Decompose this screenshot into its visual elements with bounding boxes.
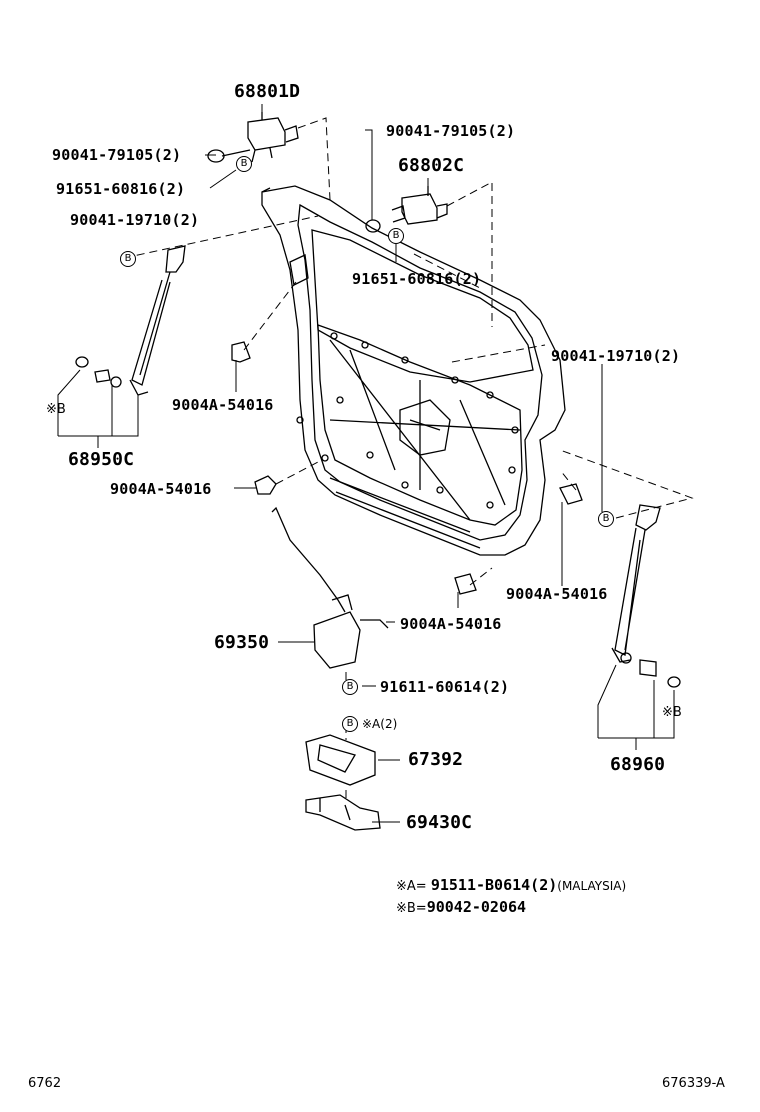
part-67392: 67392 — [408, 749, 464, 770]
marker-xb-right: ※B — [662, 705, 682, 720]
part-9004A-54016-d: 9004A-54016 — [400, 615, 502, 633]
inner-panel — [317, 324, 523, 526]
note-a-suffix: (MALAYSIA) — [557, 879, 627, 893]
part-69430C: 69430C — [406, 812, 473, 833]
door-lock — [313, 594, 389, 669]
part-91611-60614: 91611-60614(2) — [380, 678, 510, 696]
part-9004A-54016-c: 9004A-54016 — [506, 585, 608, 603]
part-90041-79105-left: 90041-79105(2) — [52, 146, 182, 164]
latch-assy — [305, 794, 381, 831]
door-frame-outer — [261, 185, 566, 556]
door-frame-inner — [297, 203, 543, 541]
lock-rod — [271, 506, 346, 613]
part-68801D: 68801D — [234, 81, 301, 102]
handle-assy — [305, 734, 376, 786]
marker-b-stay-right: B — [598, 511, 614, 527]
note-b-part: 90042-02064 — [426, 898, 527, 916]
bumper-b — [254, 475, 277, 495]
marker-xb-left: ※B — [46, 402, 66, 417]
part-9004A-54016-a: 9004A-54016 — [172, 396, 274, 414]
stay-left — [129, 245, 186, 396]
footer-left-code: 6762 — [28, 1076, 62, 1091]
marker-b-hinge-right: B — [388, 228, 404, 244]
marker-b-lock: B — [342, 679, 358, 695]
note-a-prefix: ※A= — [396, 879, 427, 894]
part-68960: 68960 — [610, 754, 666, 775]
part-68950C: 68950C — [68, 449, 135, 470]
part-69350: 69350 — [214, 632, 270, 653]
note-b-prefix: ※B= — [396, 901, 427, 916]
hinge-right — [391, 193, 448, 225]
part-68802C: 68802C — [398, 155, 465, 176]
bumper-d — [454, 573, 477, 595]
part-91651-60816-right: 91651-60816(2) — [352, 270, 482, 288]
part-91651-60816-left: 91651-60816(2) — [56, 180, 186, 198]
part-9004A-54016-b: 9004A-54016 — [110, 480, 212, 498]
part-90041-79105-right: 90041-79105(2) — [386, 122, 516, 140]
note-b: ※B=90042-02064 — [396, 898, 526, 916]
part-90041-19710-left: 90041-19710(2) — [70, 211, 200, 229]
part-90041-19710-right: 90041-19710(2) — [551, 347, 681, 365]
hinge-left — [247, 117, 299, 163]
footer-right-code: 676339-A — [662, 1076, 725, 1091]
note-a-part: 91511-B0614(2) — [430, 876, 558, 894]
bumper-a — [231, 341, 251, 363]
stay-right — [611, 504, 661, 663]
marker-xa2: ※A(2) — [362, 717, 398, 731]
marker-b-handle: B — [342, 716, 358, 732]
window-opening — [311, 229, 534, 383]
note-a: ※A= 91511-B0614(2)(MALAYSIA) — [396, 876, 626, 894]
marker-b-stay-left: B — [120, 251, 136, 267]
marker-b-hinge-left: B — [236, 156, 252, 172]
bumper-c — [559, 483, 583, 505]
